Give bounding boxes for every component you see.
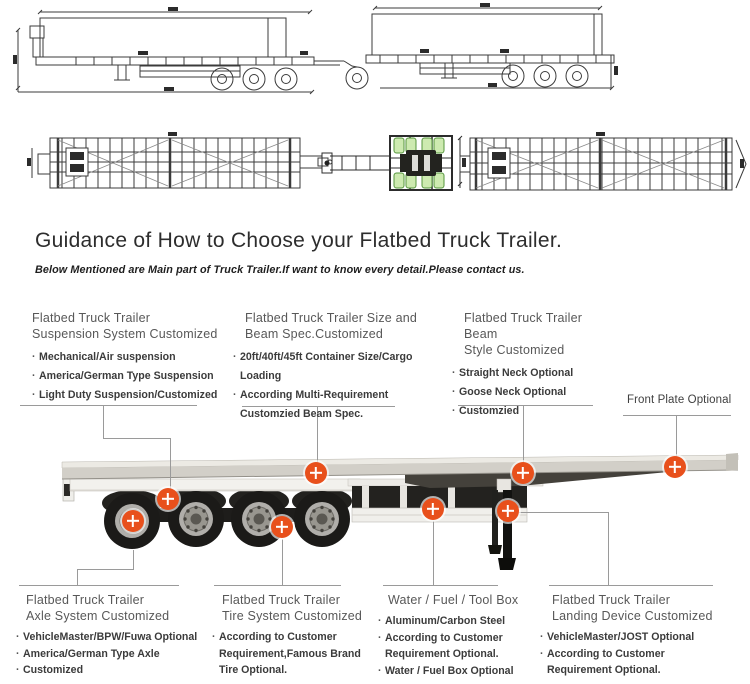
callout-leader xyxy=(103,438,170,439)
callout-leader xyxy=(317,406,318,464)
callout-bullet: ·Water / Fuel Box Optional xyxy=(378,663,533,680)
bullet-dot: · xyxy=(540,647,544,660)
bullet-dot: · xyxy=(32,351,36,363)
front-plate-label: Front Plate Optional xyxy=(627,394,732,406)
callout-bullet: ·According to Customer xyxy=(540,646,730,663)
callout-bullet: ·America/German Type Axle xyxy=(16,646,201,663)
bullet-dot: · xyxy=(32,389,36,401)
bullet-dot: · xyxy=(378,631,382,644)
callout-title: Water / Fuel / Tool Box xyxy=(388,593,519,607)
bullet-dot: · xyxy=(233,389,237,401)
callout-suspension: Flatbed Truck Trailer Suspension System … xyxy=(32,310,222,405)
trailer-render xyxy=(61,453,739,570)
bullet-dot: · xyxy=(32,370,36,382)
callout-axle: Flatbed Truck Trailer Axle System Custom… xyxy=(16,592,201,679)
callout-tire: Flatbed Truck Trailer Tire System Custom… xyxy=(212,592,382,679)
side-view-drawing xyxy=(15,5,615,95)
callout-bullet: ·Customized xyxy=(16,662,201,679)
callout-bullet: ·According to Customer xyxy=(212,629,382,646)
hotspot-landing-gear[interactable] xyxy=(497,500,519,522)
callout-bullet: ·According Multi-Requirement xyxy=(233,386,448,405)
callout-bullet: ·Light Duty Suspension/Customized xyxy=(32,386,222,405)
callout-bullet-cont: Requirement Optional. xyxy=(385,648,499,660)
callout-title: Flatbed Truck Trailer Axle System Custom… xyxy=(26,593,170,623)
bullet-dot: · xyxy=(16,647,20,660)
bullet-dot: · xyxy=(378,664,382,677)
top-view-drawing-right xyxy=(459,137,747,191)
callout-underline xyxy=(383,585,498,586)
callout-leader xyxy=(433,521,434,585)
callout-leader xyxy=(523,405,524,464)
callout-underline xyxy=(214,585,341,586)
callout-toolbox: Water / Fuel / Tool Box ·Aluminum/Carbon… xyxy=(378,592,533,679)
callout-title: Flatbed Truck Trailer Beam Style Customi… xyxy=(464,311,583,357)
callout-leader xyxy=(519,512,608,513)
hotspot-toolbox[interactable] xyxy=(422,498,444,520)
hotspot-suspension[interactable] xyxy=(157,488,179,510)
bullet-dot: · xyxy=(452,405,456,417)
bullet-dot: · xyxy=(212,631,216,643)
callout-bullet: ·VehicleMaster/BPW/Fuwa Optional xyxy=(16,629,201,646)
callout-bullet: ·America/German Type Suspension xyxy=(32,367,222,386)
top-view-drawing-left xyxy=(31,137,333,189)
callout-leader xyxy=(77,569,78,585)
callout-landing-device: Flatbed Truck Trailer Landing Device Cus… xyxy=(540,592,730,679)
callout-underline xyxy=(19,585,179,586)
callout-bullet: ·Straight Neck Optional xyxy=(452,364,617,383)
page-subtitle: Below Mentioned are Main part of Truck T… xyxy=(35,264,525,276)
callout-bullet-cont: Requirement,Famous Brand xyxy=(219,647,361,660)
callout-bullet: ·Goose Neck Optional xyxy=(452,383,617,402)
callout-size-beam: Flatbed Truck Trailer Size and Beam Spec… xyxy=(233,310,448,424)
hotspot-axle[interactable] xyxy=(122,510,144,532)
bullet-dot: · xyxy=(16,664,20,676)
hotspot-size-beam[interactable] xyxy=(305,462,327,484)
callout-bullet-cont: Requirement Optional. xyxy=(547,664,661,676)
callout-bullet: ·20ft/40ft/45ft Container Size/Cargo Loa… xyxy=(233,348,448,386)
callout-underline xyxy=(242,406,395,407)
bullet-dot: · xyxy=(452,386,456,398)
hotspot-front-plate[interactable] xyxy=(664,456,686,478)
dimension-labels-row2 xyxy=(27,132,744,168)
callout-bullet-cont: Customzied Beam Spec. xyxy=(240,408,364,420)
callout-leader xyxy=(676,415,677,459)
bullet-dot: · xyxy=(540,631,544,643)
callout-title: Flatbed Truck Trailer Tire System Custom… xyxy=(222,593,363,623)
bullet-dot: · xyxy=(233,351,237,363)
callout-underline xyxy=(458,405,593,406)
dolly-top-view xyxy=(321,135,463,191)
callout-bullet: ·Aluminum/Carbon Steel xyxy=(378,613,533,630)
wheels xyxy=(104,491,350,549)
hotspot-tire[interactable] xyxy=(271,516,293,538)
callout-bullet: ·Mechanical/Air suspension xyxy=(32,348,222,367)
callout-leader xyxy=(282,539,283,585)
callout-leader xyxy=(170,438,171,490)
callout-bullet: ·Customzied xyxy=(452,402,617,421)
callout-bullet: ·VehicleMaster/JOST Optional xyxy=(540,629,730,646)
callout-underline xyxy=(20,405,197,406)
callout-title: Flatbed Truck Trailer Size and Beam Spec… xyxy=(245,311,418,341)
bullet-dot: · xyxy=(452,367,456,379)
callout-underline xyxy=(623,415,731,416)
callout-bullet: ·According to Customer xyxy=(378,630,533,647)
callout-beam-style: Flatbed Truck Trailer Beam Style Customi… xyxy=(452,310,617,421)
callout-title: Flatbed Truck Trailer Landing Device Cus… xyxy=(552,593,713,623)
bullet-dot: · xyxy=(16,631,20,643)
callout-title: Flatbed Truck Trailer Suspension System … xyxy=(32,311,218,341)
callout-leader xyxy=(608,512,609,585)
callout-bullet-cont: Tire Optional. xyxy=(219,664,288,676)
dimension-labels-row1 xyxy=(13,3,618,91)
callout-underline xyxy=(549,585,713,586)
page-title: Guidance of How to Choose your Flatbed T… xyxy=(35,229,563,252)
dolly-green-tires xyxy=(393,137,445,189)
bullet-dot: · xyxy=(378,615,382,627)
hotspot-beam-style[interactable] xyxy=(512,462,534,484)
callout-leader xyxy=(103,405,104,438)
callout-leader xyxy=(133,550,134,569)
callout-leader xyxy=(77,569,134,570)
